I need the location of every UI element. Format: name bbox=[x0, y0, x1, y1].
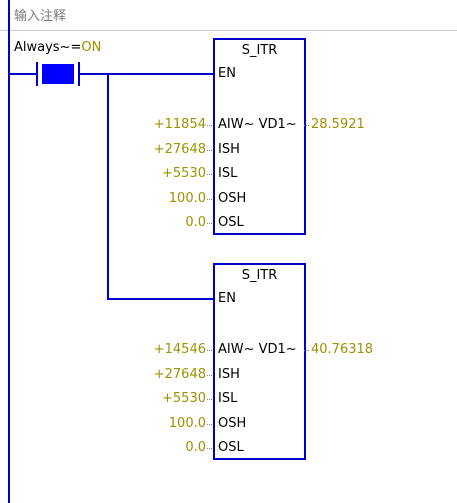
pin-osh: OSH bbox=[218, 416, 247, 431]
block-title: S_ITR bbox=[241, 268, 278, 283]
contact-separator: = bbox=[70, 40, 82, 55]
pin-ish: ISH bbox=[218, 367, 240, 382]
pin-osl: OSL bbox=[218, 440, 244, 455]
pin-isl: ISL bbox=[218, 166, 238, 181]
input-value-ish[interactable]: +27648 bbox=[153, 142, 206, 157]
output-value-vd1[interactable]: 28.5921 bbox=[311, 117, 365, 132]
block-title: S_ITR bbox=[241, 43, 278, 58]
input-value-isl[interactable]: +5530 bbox=[162, 166, 206, 181]
input-value-osl[interactable]: 0.0 bbox=[185, 440, 206, 455]
pin-en: EN bbox=[218, 291, 236, 306]
input-value-aiw[interactable]: +11854 bbox=[153, 117, 206, 132]
branch-wire-horizontal bbox=[107, 298, 215, 300]
output-value-vd1[interactable]: 40.76318 bbox=[311, 342, 374, 357]
s-itr-block-2[interactable]: S_ITR bbox=[213, 263, 306, 460]
pin-aiw-vd1: AIW~ VD1~ bbox=[218, 342, 297, 357]
pin-isl: ISL bbox=[218, 391, 238, 406]
comment-divider bbox=[0, 30, 457, 31]
rung-wire-left bbox=[10, 73, 36, 75]
network-comment[interactable]: 输入注释 bbox=[14, 9, 67, 24]
pin-ish: ISH bbox=[218, 142, 240, 157]
contact-state: ON bbox=[81, 40, 102, 55]
input-value-osh[interactable]: 100.0 bbox=[168, 416, 206, 431]
power-rail bbox=[8, 0, 10, 503]
contact-energized-fill bbox=[42, 64, 74, 84]
input-value-aiw[interactable]: +14546 bbox=[153, 342, 206, 357]
rung-wire-right bbox=[80, 73, 215, 75]
contact-name: Always~ bbox=[14, 40, 71, 55]
always-on-contact[interactable] bbox=[36, 62, 80, 86]
pin-osh: OSH bbox=[218, 191, 247, 206]
pin-osl: OSL bbox=[218, 215, 244, 230]
branch-wire-vertical bbox=[107, 73, 109, 300]
s-itr-block-1[interactable]: S_ITR bbox=[213, 38, 306, 235]
pin-aiw-vd1: AIW~ VD1~ bbox=[218, 117, 297, 132]
contact-label: Always~=ON bbox=[14, 40, 101, 55]
pin-en: EN bbox=[218, 66, 236, 81]
input-value-ish[interactable]: +27648 bbox=[153, 367, 206, 382]
input-value-isl[interactable]: +5530 bbox=[162, 391, 206, 406]
input-value-osl[interactable]: 0.0 bbox=[185, 215, 206, 230]
input-value-osh[interactable]: 100.0 bbox=[168, 191, 206, 206]
